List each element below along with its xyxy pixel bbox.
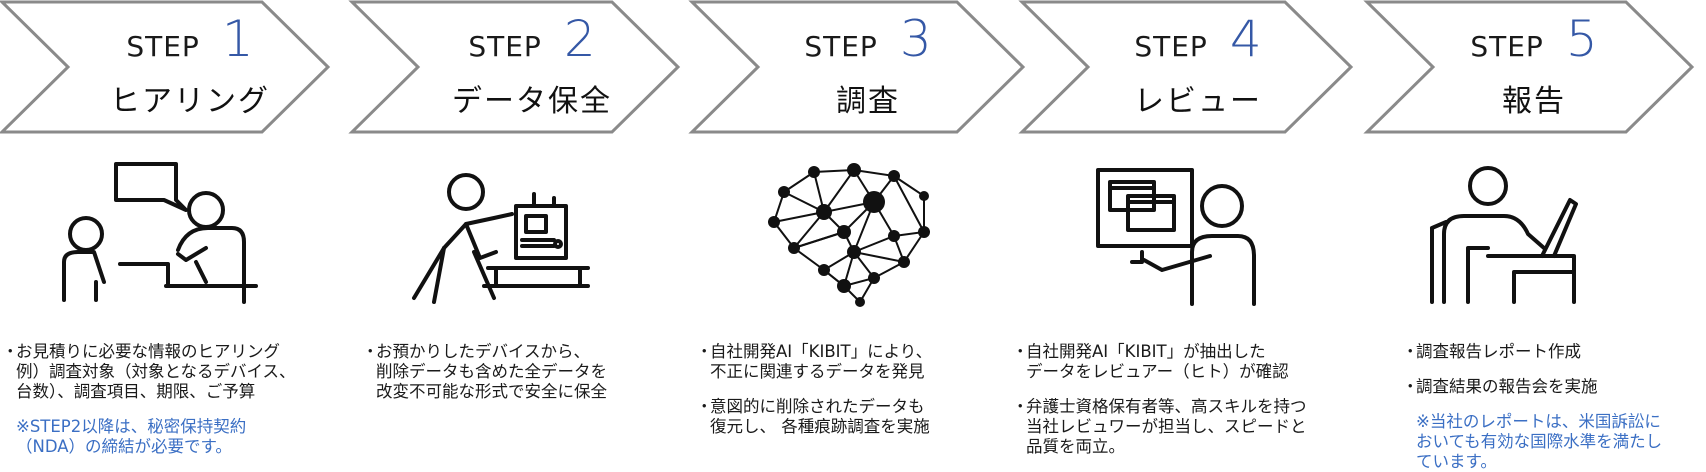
step-5-description: ・ 調査報告レポート作成 ・ 調査結果の報告会を実施 ※当社のレポートは、米国訴… <box>1402 342 1662 472</box>
ai-brain-icon <box>768 163 930 307</box>
bullet-mark: ・ <box>1012 397 1029 416</box>
bullet-text: 弁護士資格保有者等、高スキルを持つ 当社レビュワーが担当し、スピードと 品質を両… <box>1026 397 1307 456</box>
bullet-mark: ・ <box>2 342 19 361</box>
chevron-step-1 <box>0 0 331 134</box>
step-title: 報告 <box>1502 84 1566 119</box>
step-title: 調査 <box>836 84 900 119</box>
bullet-item: ・ お見積りに必要な情報のヒアリング 例）調査対象（対象となるデバイス、 台数）… <box>2 342 296 402</box>
step-label: STEP <box>804 30 878 63</box>
bullet-text: 自社開発AI「KIBIT」により、 不正に関連するデータを発見 <box>710 342 933 381</box>
report-icon <box>1430 166 1578 304</box>
bullet-text: 自社開発AI「KIBIT」が抽出した データをレビュアー（ヒト）が確認 <box>1026 342 1289 381</box>
step-title: ヒアリング <box>110 84 270 119</box>
hearing-icon <box>62 162 258 304</box>
bullet-item: ・ 自社開発AI「KIBIT」が抽出した データをレビュアー（ヒト）が確認 <box>1012 342 1307 382</box>
reviewer-icon <box>1096 168 1256 306</box>
data-preservation-icon <box>412 173 590 304</box>
bullet-text: お見積りに必要な情報のヒアリング 例）調査対象（対象となるデバイス、 台数）、調… <box>16 342 296 401</box>
step-number: 3 <box>899 10 932 68</box>
bullet-text: お預かりしたデバイスから、 削除データも含めた全データを 改変不可能な形式で安全… <box>376 342 607 401</box>
step-number: 4 <box>1229 10 1262 68</box>
bullet-item: ・ 意図的に削除されたデータも 復元し、 各種痕跡調査を実施 <box>696 397 932 437</box>
process-chevrons <box>0 0 1695 134</box>
chevron-step-2 <box>348 0 681 134</box>
bullet-item: ・ 自社開発AI「KIBIT」により、 不正に関連するデータを発見 <box>696 342 932 382</box>
bullet-text: 調査報告レポート作成 <box>1416 342 1581 361</box>
bullet-item: ・ 調査結果の報告会を実施 <box>1402 377 1662 397</box>
bullet-item: ・ お預かりしたデバイスから、 削除データも含めた全データを 改変不可能な形式で… <box>362 342 607 402</box>
chevron-step-4 <box>1018 0 1354 134</box>
bullet-mark: ・ <box>362 342 379 361</box>
step-label: STEP <box>126 30 200 63</box>
bullet-mark: ・ <box>1402 377 1419 396</box>
bullet-item: ・ 調査報告レポート作成 <box>1402 342 1662 362</box>
step-3-description: ・ 自社開発AI「KIBIT」により、 不正に関連するデータを発見 ・ 意図的に… <box>696 342 932 452</box>
step-number: 1 <box>221 10 254 68</box>
step-label: STEP <box>1470 30 1544 63</box>
chevron-step-3 <box>688 0 1026 134</box>
step-1-description: ・ お見積りに必要な情報のヒアリング 例）調査対象（対象となるデバイス、 台数）… <box>2 342 296 457</box>
bullet-mark: ・ <box>1402 342 1419 361</box>
bullet-text: 意図的に削除されたデータも 復元し、 各種痕跡調査を実施 <box>710 397 930 436</box>
report-standard-note: ※当社のレポートは、米国訴訟に おいても有効な国際水準を満たし ています。 <box>1416 412 1663 471</box>
chevron-step-5 <box>1363 0 1695 134</box>
bullet-mark: ・ <box>1012 342 1029 361</box>
step-2-description: ・ お預かりしたデバイスから、 削除データも含めた全データを 改変不可能な形式で… <box>362 342 607 417</box>
bullet-text: 調査結果の報告会を実施 <box>1416 377 1598 396</box>
bullet-mark: ・ <box>696 397 713 416</box>
step-number: 5 <box>1565 10 1598 68</box>
step-number: 2 <box>563 10 596 68</box>
step-label: STEP <box>1134 30 1208 63</box>
step-title: データ保全 <box>452 84 612 119</box>
step-label: STEP <box>468 30 542 63</box>
bullet-item: ・ 弁護士資格保有者等、高スキルを持つ 当社レビュワーが担当し、スピードと 品質… <box>1012 397 1307 457</box>
step-title: レビュー <box>1134 84 1262 119</box>
step-4-description: ・ 自社開発AI「KIBIT」が抽出した データをレビュアー（ヒト）が確認 ・ … <box>1012 342 1307 472</box>
nda-note: ※STEP2以降は、秘密保持契約 （NDA）の締結が必要です。 <box>16 417 247 456</box>
bullet-mark: ・ <box>696 342 713 361</box>
